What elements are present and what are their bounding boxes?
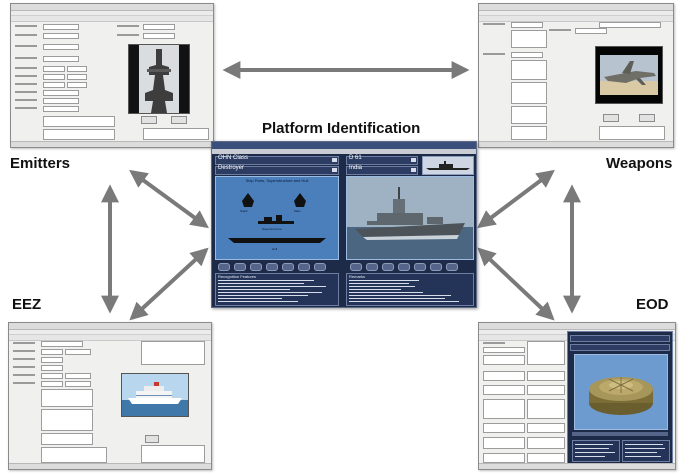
nation-select[interactable]: India <box>346 165 418 175</box>
mine-render <box>574 354 668 430</box>
remarks-heading: Remarks <box>349 274 366 279</box>
zoom-icon[interactable] <box>298 263 310 271</box>
ship-photo <box>346 176 474 260</box>
title-bar <box>479 323 675 330</box>
status-bar <box>479 141 673 147</box>
eod-viewer <box>567 331 673 465</box>
ship-silhouette-icon <box>422 156 474 175</box>
type-select-value: Destroyer <box>218 165 245 171</box>
menu-bar <box>11 11 213 16</box>
center-title: Platform Identification <box>262 120 421 137</box>
remarks-text: Remarks <box>346 273 474 306</box>
title-bar <box>11 4 213 11</box>
hull-select[interactable]: D 61 <box>346 155 418 165</box>
chevron-down-icon <box>411 168 416 172</box>
class-select-value: OHN Class <box>218 155 249 161</box>
play-icon[interactable] <box>382 263 394 271</box>
type-select[interactable]: Destroyer <box>215 165 339 175</box>
play-icon[interactable] <box>250 263 262 271</box>
emitters-window <box>10 3 214 148</box>
nation-value: India <box>349 165 363 171</box>
eez-window <box>8 322 212 470</box>
aircraft-photo <box>595 46 663 104</box>
prev-button[interactable] <box>141 116 157 124</box>
next-button[interactable] <box>639 114 655 122</box>
title-bar <box>479 4 673 11</box>
arrow-eod-center <box>477 247 555 321</box>
class-select[interactable]: OHN Class <box>215 155 339 165</box>
last-icon[interactable] <box>282 263 294 271</box>
first-icon[interactable] <box>218 263 230 271</box>
platform-id-window: OHN Class Destroyer D 61 India Ship Part… <box>211 141 477 308</box>
first-icon[interactable] <box>350 263 362 271</box>
ferry-photo <box>121 373 189 417</box>
arrow-weapons-center <box>477 169 555 229</box>
chevron-down-icon <box>411 158 416 162</box>
arrow-eez-center <box>129 247 209 321</box>
settings-icon[interactable] <box>314 263 326 271</box>
node-label-eez: EEZ <box>12 296 42 313</box>
weapons-window <box>478 3 674 148</box>
next-icon[interactable] <box>266 263 278 271</box>
settings-icon[interactable] <box>446 263 458 271</box>
status-bar <box>479 463 675 469</box>
node-label-weapons: Weapons <box>606 155 673 172</box>
chevron-down-icon <box>332 168 337 172</box>
prev-button[interactable] <box>603 114 619 122</box>
next-icon[interactable] <box>398 263 410 271</box>
menu-bar <box>479 11 673 16</box>
status-bar <box>11 141 213 147</box>
label-superstructure: Superstructure <box>262 227 282 231</box>
title-bar <box>9 323 211 330</box>
chevron-down-icon <box>332 158 337 162</box>
mast-photo <box>128 44 190 114</box>
menu-bar <box>212 149 476 154</box>
recognition-features-text: Recognition Features <box>215 273 339 306</box>
schematic-panel: Ship Parts, Superstructure and Hull Stac… <box>215 176 339 260</box>
prev-icon[interactable] <box>234 263 246 271</box>
last-icon[interactable] <box>414 263 426 271</box>
label-hull: Hull <box>272 247 278 251</box>
node-label-eod: EOD <box>636 296 669 313</box>
node-label-emitters: Emitters <box>10 155 71 172</box>
menu-bar <box>9 330 211 335</box>
status-bar <box>9 463 211 469</box>
label-stack: Stack <box>240 209 248 213</box>
prev-button[interactable] <box>145 435 159 443</box>
hull-number: D 61 <box>349 155 362 161</box>
arrow-emitters-center <box>129 169 209 229</box>
toolbar <box>11 16 213 22</box>
title-bar <box>212 142 476 149</box>
recognition-features-heading: Recognition Features <box>218 274 257 279</box>
label-mast: Mast <box>294 209 301 213</box>
zoom-icon[interactable] <box>430 263 442 271</box>
toolbar <box>479 16 673 22</box>
toolbar <box>9 335 211 341</box>
next-button[interactable] <box>171 116 187 124</box>
prev-icon[interactable] <box>366 263 378 271</box>
schematic-title: Ship Parts, Superstructure and Hull <box>245 178 309 183</box>
eod-window <box>478 322 676 470</box>
